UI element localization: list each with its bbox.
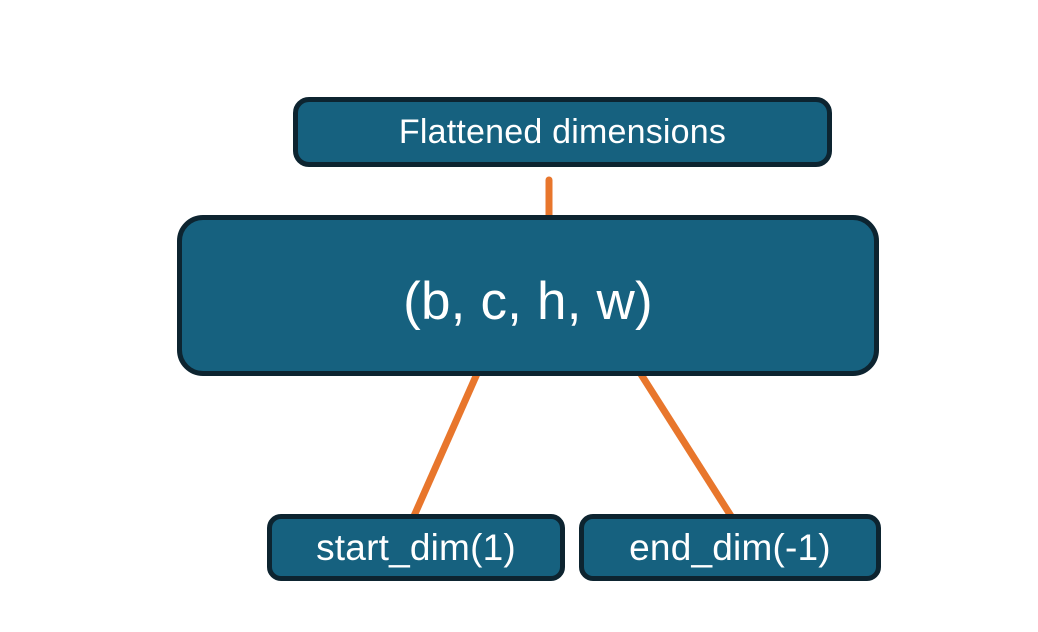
node-flattened-dimensions[interactable]: Flattened dimensions [293,97,832,167]
node-end-dim[interactable]: end_dim(-1) [579,514,881,581]
node-shape-tuple-label: (b, c, h, w) [403,272,653,331]
node-shape-tuple[interactable]: (b, c, h, w) [177,215,879,376]
node-flattened-dimensions-label: Flattened dimensions [398,113,727,151]
node-end-dim-label: end_dim(-1) [629,527,831,568]
node-start-dim-label: start_dim(1) [316,527,516,568]
node-start-dim[interactable]: start_dim(1) [267,514,565,581]
